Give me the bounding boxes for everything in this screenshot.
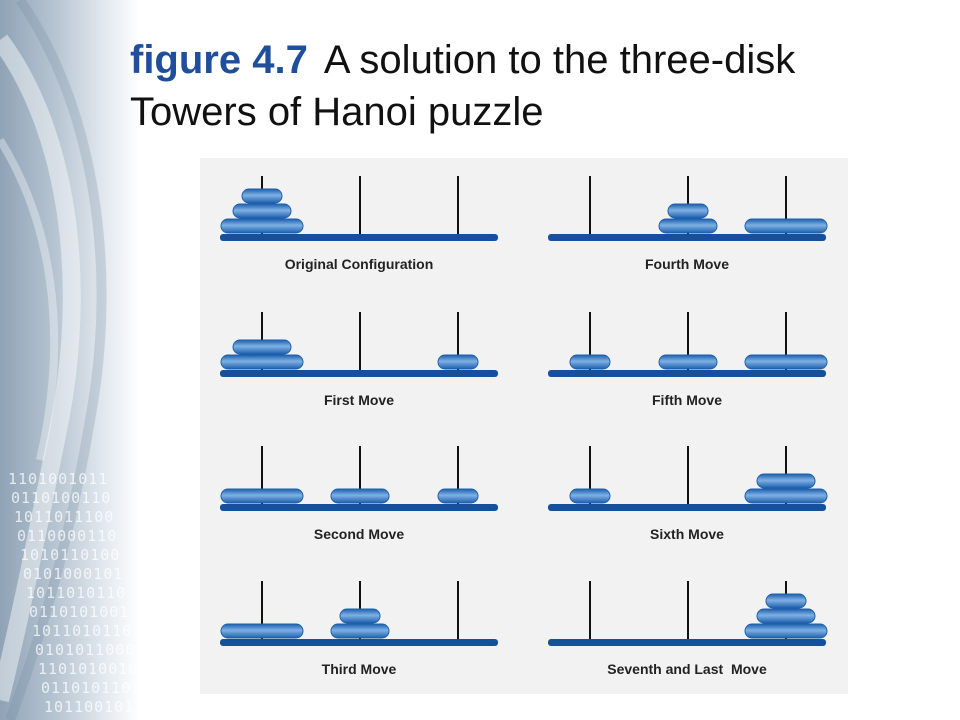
disk-size-2 <box>658 218 718 234</box>
binary-row: 0110101101 <box>41 679 142 697</box>
configuration-1: Original Configuration <box>220 176 498 272</box>
disk-size-1 <box>437 354 479 370</box>
disk-size-1 <box>667 203 709 219</box>
configuration-caption: Sixth Move <box>650 526 724 542</box>
peg-base <box>220 504 498 511</box>
disk-size-2 <box>756 473 816 489</box>
disk-size-1 <box>437 488 479 504</box>
disk-size-2 <box>330 623 390 639</box>
disk-size-1 <box>241 188 283 204</box>
disk-size-3 <box>220 488 304 504</box>
configuration-caption: Third Move <box>322 661 397 677</box>
binary-row: 1011010110 <box>26 584 127 602</box>
configuration-caption: Seventh and Last Move <box>607 661 767 677</box>
configuration-caption: Fifth Move <box>652 392 722 408</box>
disk-size-3 <box>220 218 304 234</box>
binary-row: 0101000101 <box>23 565 124 583</box>
peg-base <box>548 504 826 511</box>
peg-base <box>548 370 826 377</box>
configuration-caption: Second Move <box>314 526 404 542</box>
disk-size-2 <box>658 354 718 370</box>
disk-size-3 <box>220 354 304 370</box>
configuration-6: Fifth Move <box>548 312 828 408</box>
peg-base <box>220 370 498 377</box>
disk-size-3 <box>744 218 828 234</box>
configuration-8: Seventh and Last Move <box>548 581 828 677</box>
peg-base <box>220 639 498 646</box>
disk-size-1 <box>569 354 611 370</box>
binary-row: 0110100110 <box>11 489 112 507</box>
disk-size-1 <box>569 488 611 504</box>
configuration-7: Sixth Move <box>548 446 828 542</box>
disk-size-2 <box>756 608 816 624</box>
background-swoosh <box>0 0 107 720</box>
peg-base <box>548 639 826 646</box>
figure-label: figure 4.7 <box>130 38 308 82</box>
binary-row: 1101001011 <box>8 470 109 488</box>
configuration-4: Third Move <box>220 581 498 677</box>
binary-row: 1010110100 <box>20 546 121 564</box>
slide-title: figure 4.7 A solution to the three-disk T… <box>130 34 930 138</box>
binary-row: 1011001011 <box>44 698 145 716</box>
disk-size-3 <box>744 623 828 639</box>
binary-row: 1011011100 <box>14 508 115 526</box>
peg-base <box>548 234 826 241</box>
configuration-caption: First Move <box>324 392 394 408</box>
configuration-3: Second Move <box>220 446 498 542</box>
binary-row: 0101011000 <box>35 641 136 659</box>
peg-base <box>220 234 498 241</box>
title-line-2: Towers of Hanoi puzzle <box>130 90 544 134</box>
title-line-1: A solution to the three-disk <box>323 38 796 82</box>
disk-size-3 <box>220 623 304 639</box>
background-strip <box>0 0 140 720</box>
configuration-5: Fourth Move <box>548 176 828 272</box>
configuration-2: First Move <box>220 312 498 408</box>
configuration-caption: Original Configuration <box>285 256 434 272</box>
binary-row: 1101010010 <box>38 660 139 678</box>
disk-size-2 <box>232 339 292 355</box>
disk-size-2 <box>330 488 390 504</box>
disk-size-3 <box>744 488 828 504</box>
binary-row: 0110101001 <box>29 603 130 621</box>
disk-size-1 <box>339 608 381 624</box>
disk-size-2 <box>232 203 292 219</box>
binary-row: 1011010110 <box>32 622 133 640</box>
configuration-caption: Fourth Move <box>645 256 729 272</box>
disk-size-3 <box>744 354 828 370</box>
binary-row: 0110000110 <box>17 527 118 545</box>
disk-size-1 <box>765 593 807 609</box>
